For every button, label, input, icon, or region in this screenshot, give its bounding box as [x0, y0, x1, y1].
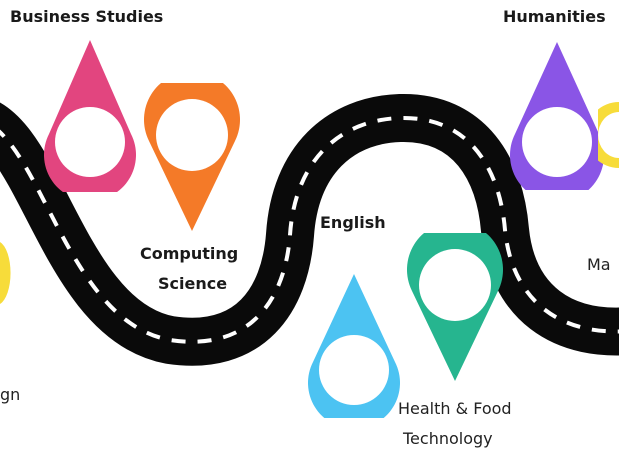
- label-design-partial: gn: [0, 385, 21, 404]
- label-maths-partial: Ma: [587, 255, 611, 274]
- label-computing-line1: Computing: [140, 244, 239, 263]
- label-hft-line1: Health & Food: [398, 399, 512, 418]
- design-pin-partial-icon: [0, 242, 11, 304]
- label-english: English: [320, 213, 386, 232]
- maths-pin-partial-icon: [598, 102, 619, 168]
- computing-science-pin-icon: [144, 83, 240, 231]
- label-hft-line2: Technology: [403, 429, 493, 448]
- label-computing-line2: Science: [158, 274, 228, 293]
- business-studies-pin-icon: [44, 40, 136, 192]
- english-pin-icon: [308, 274, 400, 418]
- label-humanities: Humanities: [503, 7, 606, 26]
- road-center-dashes: [0, 115, 619, 344]
- health-food-technology-pin-icon: [407, 233, 503, 381]
- humanities-pin-icon: [510, 42, 604, 190]
- label-business-studies: Business Studies: [10, 7, 164, 26]
